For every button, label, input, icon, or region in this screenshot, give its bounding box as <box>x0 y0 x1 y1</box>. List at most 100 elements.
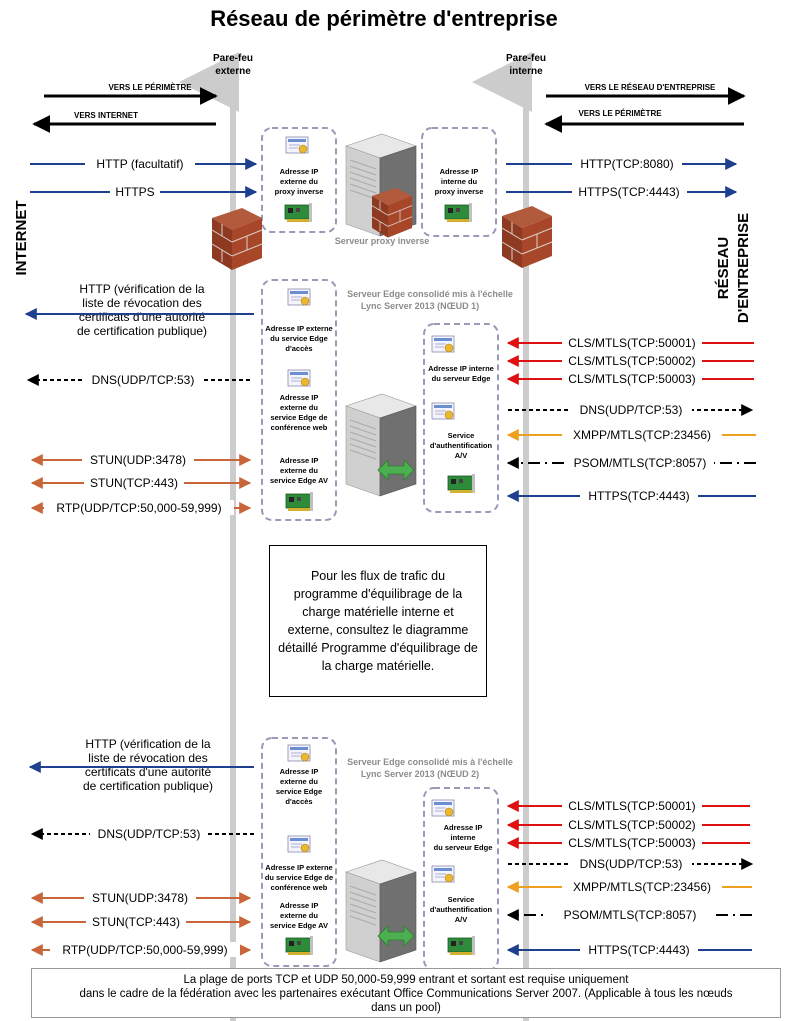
node1-cls-50001-label: CLS/MTLS(TCP:50001) <box>568 336 695 350</box>
node1-internal-ip-2: du serveur Edge <box>432 374 491 383</box>
node2-title-2: Lync Server 2013 (NŒUD 2) <box>361 769 479 779</box>
to-perimeter-label-right: VERS LE PÉRIMÈTRE <box>578 109 662 118</box>
proxy-firewall-icon <box>371 187 413 238</box>
node1-rtp-label: RTP(UDP/TCP:50,000-59,999) <box>56 501 221 515</box>
proxy-internal-ip-3: proxy inverse <box>435 187 484 196</box>
corporate-side-label-1: RÉSEAU <box>715 237 732 300</box>
proxy-https-4443-label: HTTPS(TCP:4443) <box>578 185 679 199</box>
proxy-http-optional-label: HTTP (facultatif) <box>96 157 183 171</box>
node2-stun-3478-label: STUN(UDP:3478) <box>92 891 188 905</box>
external-firewall-brick-icon <box>211 207 263 271</box>
node1-sync-arrow-icon <box>377 459 415 481</box>
node2-edge-server-icon <box>345 859 417 963</box>
node2-webconf-ip-2: du service Edge de <box>265 873 333 882</box>
proxy-https-label: HTTPS <box>115 185 154 199</box>
corporate-side-label-2: D'ENTREPRISE <box>735 213 752 323</box>
node2-av-ip-1: Adresse IP <box>280 901 319 910</box>
node2-cls-50002-label: CLS/MTLS(TCP:50002) <box>568 818 695 832</box>
proxy-external-box <box>261 127 337 233</box>
footer-line-2: dans le cadre de la fédération avec les … <box>79 988 733 1000</box>
node1-dns-right-label: DNS(UDP/TCP:53) <box>580 403 683 417</box>
node2-sync-arrow-icon <box>377 925 415 947</box>
node2-title-1: Serveur Edge consolidé mis à l'échelle <box>347 757 513 767</box>
node1-title-1: Serveur Edge consolidé mis à l'échelle <box>347 289 513 299</box>
node1-cls-50003-label: CLS/MTLS(TCP:50003) <box>568 372 695 386</box>
node1-access-ip-3: d'accès <box>285 344 312 353</box>
node2-http-crl-2: liste de révocation des <box>88 751 207 765</box>
node1-av-ip-1: Adresse IP <box>280 456 319 465</box>
proxy-http-8080-label: HTTP(TCP:8080) <box>580 157 673 171</box>
to-internet-label: VERS INTERNET <box>74 111 138 120</box>
node2-access-ip-3: service Edge <box>276 787 322 796</box>
node1-stun-3478-label: STUN(UDP:3478) <box>90 453 186 467</box>
node1-access-ip-1: Adresse IP externe <box>265 324 332 333</box>
node1-xmpp-label: XMPP/MTLS(TCP:23456) <box>573 428 711 442</box>
node2-auth-certificate-icon <box>431 865 455 883</box>
internet-side-label: INTERNET <box>13 201 30 276</box>
external-firewall-label-1: Pare-feu <box>213 53 253 64</box>
footer-line-3: dans un pool) <box>371 1002 441 1014</box>
node2-http-crl-1: HTTP (vérification de la <box>85 737 210 751</box>
node2-av-ip-2: externe du <box>280 911 318 920</box>
proxy-internal-ip-2: interne du <box>441 177 478 186</box>
internal-firewall-brick-icon <box>501 205 553 269</box>
node1-auth-2: d'authentification <box>430 441 493 450</box>
node1-https-label: HTTPS(TCP:4443) <box>588 489 689 503</box>
load-balancer-note: Pour les flux de trafic du programme d'é… <box>269 545 487 697</box>
node1-stun-443-label: STUN(TCP:443) <box>90 476 178 490</box>
node2-stun-443-label: STUN(TCP:443) <box>92 915 180 929</box>
node1-av-ip-3: service Edge AV <box>270 476 328 485</box>
node1-http-crl-4: de certification publique) <box>77 324 207 338</box>
node2-webconf-ip-1: Adresse IP externe <box>265 863 332 872</box>
internal-firewall-label-2: interne <box>509 66 543 77</box>
node1-dns-left-label: DNS(UDP/TCP:53) <box>92 373 195 387</box>
node2-cls-50001-label: CLS/MTLS(TCP:50001) <box>568 799 695 813</box>
node2-external-box <box>261 737 337 967</box>
to-corporate-label: VERS LE RÉSEAU D'ENTREPRISE <box>585 83 716 92</box>
to-perimeter-label-left: VERS LE PÉRIMÈTRE <box>108 83 192 92</box>
node2-https-label: HTTPS(TCP:4443) <box>588 943 689 957</box>
node2-internal-nic-icon <box>447 935 476 956</box>
node1-http-crl-1: HTTP (vérification de la <box>79 282 204 296</box>
node1-cls-50002-label: CLS/MTLS(TCP:50002) <box>568 354 695 368</box>
node1-access-certificate-icon <box>287 288 311 306</box>
proxy-internal-nic-icon <box>444 202 473 223</box>
node1-webconf-ip-3: service Edge de <box>270 413 327 422</box>
load-balancer-note-text: Pour les flux de trafic du programme d'é… <box>278 569 478 673</box>
node2-internal-ip-1: Adresse IP <box>444 823 483 832</box>
node1-http-crl-3: certificats d'une autorité <box>79 310 206 324</box>
footer-line-1: La plage de ports TCP et UDP 50,000-59,9… <box>183 974 629 986</box>
node2-access-ip-1: Adresse IP <box>280 767 319 776</box>
footer-note: La plage de ports TCP et UDP 50,000-59,9… <box>31 968 781 1018</box>
node2-av-ip-3: service Edge AV <box>270 921 328 930</box>
node1-internal-ip-1: Adresse IP interne <box>428 364 494 373</box>
node2-access-ip-4: d'accès <box>285 797 312 806</box>
internal-firewall-label-1: Pare-feu <box>506 53 546 64</box>
node2-auth-2: d'authentification <box>430 905 493 914</box>
proxy-external-ip-3: proxy inverse <box>275 187 324 196</box>
node1-internal-box <box>423 323 499 513</box>
node2-dns-left-label: DNS(UDP/TCP:53) <box>98 827 201 841</box>
node2-http-crl-3: certificats d'une autorité <box>85 765 212 779</box>
node1-webconf-ip-2: externe du <box>280 403 318 412</box>
node1-title-2: Lync Server 2013 (NŒUD 1) <box>361 301 479 311</box>
node1-external-box <box>261 279 337 521</box>
page-title: Réseau de périmètre d'entreprise <box>210 6 558 31</box>
node1-webconf-ip-4: conférence web <box>271 423 328 432</box>
proxy-server-label: Serveur proxy inverse <box>335 236 430 246</box>
node2-rtp-label: RTP(UDP/TCP:50,000-59,999) <box>62 943 227 957</box>
node1-webconf-ip-1: Adresse IP <box>280 393 319 402</box>
node2-access-ip-2: externe du <box>280 777 318 786</box>
node2-access-certificate-icon <box>287 744 311 762</box>
node1-psom-label: PSOM/MTLS(TCP:8057) <box>574 456 707 470</box>
proxy-internal-ip-1: Adresse IP <box>440 167 479 176</box>
node2-http-crl-4: de certification publique) <box>83 779 213 793</box>
node1-edge-server-icon <box>345 393 417 497</box>
node1-access-ip-2: du service Edge <box>270 334 328 343</box>
node1-internal-nic-icon <box>447 473 476 494</box>
proxy-external-certificate-icon <box>285 136 309 154</box>
node2-dns-right-label: DNS(UDP/TCP:53) <box>580 857 683 871</box>
node2-internal-certificate-icon <box>431 799 455 817</box>
node2-auth-3: A/V <box>455 915 468 924</box>
